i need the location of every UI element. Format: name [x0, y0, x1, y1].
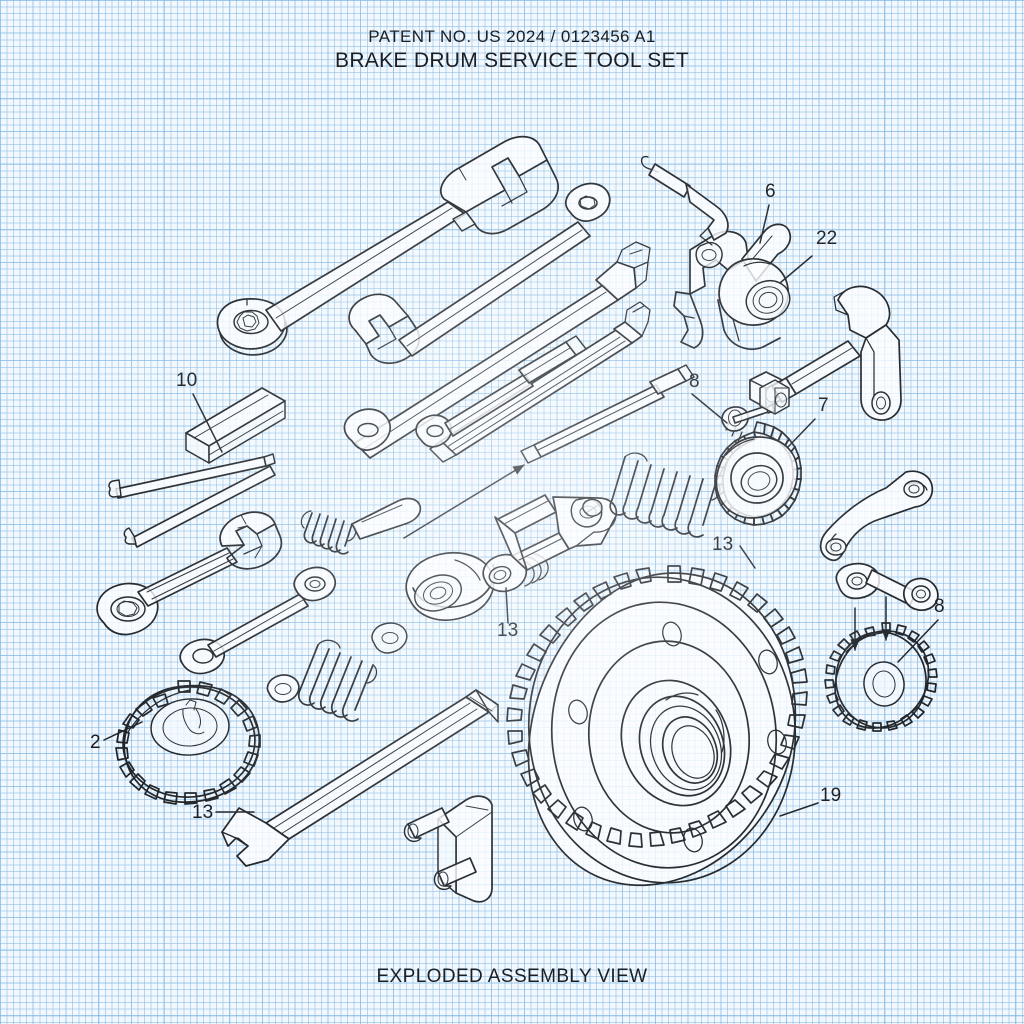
callout-19: 19: [820, 785, 841, 806]
coil-spring-short: [300, 497, 422, 555]
connecting-rod: [179, 566, 337, 675]
bearing-cap-center: [482, 553, 549, 593]
open-end-wrench: [348, 182, 611, 365]
callout-13-bar: 13: [192, 802, 213, 823]
drawing-title: BRAKE DRUM SERVICE TOOL SET: [335, 49, 689, 72]
ratcheting-box-wrench: [216, 135, 559, 356]
callout-2: 2: [90, 732, 101, 753]
long-breaker-bar: [343, 241, 651, 459]
bearing-race: [405, 552, 496, 621]
ring-gear-drum: [506, 565, 808, 886]
coil-spring-lower: [266, 622, 408, 722]
callout-13-center: 13: [497, 620, 518, 641]
title-block: PATENT NO. US 2024 / 0123456 A1 BRAKE DR…: [0, 26, 1024, 74]
spur-gear-left: [115, 680, 261, 805]
patent-number: PATENT NO. US 2024 / 0123456 A1: [368, 27, 656, 46]
pinion-gear: [714, 421, 802, 526]
callout-8-upper: 8: [689, 371, 700, 392]
small-link-arm-right: [835, 562, 939, 612]
square-drive-extension: [415, 335, 587, 448]
slide-hammer-bar: [221, 689, 499, 867]
callout-6: 6: [765, 181, 776, 202]
callout-leaders: [103, 204, 939, 817]
assembly-arrows: [403, 464, 891, 651]
callout-7: 7: [818, 395, 829, 416]
callout-22: 22: [816, 228, 837, 249]
bearing-housing-assembly: [717, 258, 791, 350]
hex-handle-driver: [520, 364, 695, 464]
spur-gear-small: [824, 622, 938, 732]
hex-bar-stock: [108, 387, 286, 548]
callout-13-pinion: 13: [712, 534, 733, 555]
adapter-bracket: [403, 795, 493, 903]
view-caption: EXPLODED ASSEMBLY VIEW: [376, 966, 648, 987]
callout-8-right: 8: [934, 596, 945, 617]
callout-numbers: 10 6 22 8 7 13 13 2 13 19 8: [90, 181, 945, 823]
curved-link-arm: [819, 470, 934, 562]
bell-crank-arm: [759, 285, 902, 421]
callout-10: 10: [176, 370, 197, 391]
flare-nut-wrench: [96, 511, 283, 636]
